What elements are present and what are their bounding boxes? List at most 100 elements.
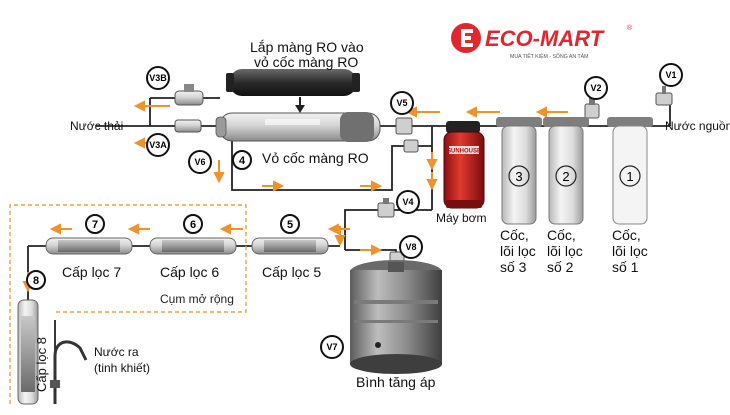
header-note-line1: Lắp màng RO vào bbox=[250, 39, 364, 55]
valve-badge-v1: V1 bbox=[659, 63, 683, 87]
label-pump: Máy bơm bbox=[436, 211, 487, 225]
arrow-stage6-in bbox=[219, 223, 243, 235]
valve-badge-v5: V5 bbox=[390, 91, 414, 115]
svg-text:2: 2 bbox=[562, 169, 569, 184]
stage-filter-6 bbox=[149, 237, 237, 255]
label-cup2-line1: Cốc, bbox=[547, 227, 576, 243]
label-cup2-line2: lõi lọc bbox=[547, 243, 583, 259]
arrow-bottom-right-2 bbox=[360, 180, 383, 192]
svg-text:V3A: V3A bbox=[149, 140, 167, 150]
stage-filter-5 bbox=[251, 237, 329, 255]
arrow-waste-1 bbox=[133, 100, 170, 112]
label-tank: Bình tăng áp bbox=[356, 374, 436, 390]
header-note-line2: vỏ cốc màng RO bbox=[254, 54, 358, 70]
label-outlet-line2: (tinh khiết) bbox=[94, 361, 150, 375]
svg-text:V6: V6 bbox=[194, 157, 205, 167]
arrow-stage5-in bbox=[327, 223, 350, 235]
filter-cup-2 bbox=[543, 117, 589, 225]
label-cup3-line3: số 3 bbox=[500, 259, 527, 275]
svg-text:V2: V2 bbox=[590, 83, 601, 93]
pressure-tank bbox=[350, 260, 442, 374]
label-cup1-line1: Cốc, bbox=[612, 227, 641, 243]
label-cup1-line3: số 1 bbox=[612, 259, 639, 275]
label-cup1-line2: lõi lọc bbox=[612, 243, 648, 259]
valve-v5-body bbox=[395, 117, 413, 135]
svg-text:V5: V5 bbox=[396, 98, 407, 108]
number-badge-1: 1 bbox=[626, 169, 633, 184]
brand-name: ECO-MART bbox=[485, 26, 605, 51]
arrow-pump-left bbox=[465, 106, 500, 118]
valve-badge-v3a: V3A bbox=[146, 133, 170, 157]
number-badge-8: 8 bbox=[26, 270, 46, 290]
label-stage5: Cấp lọc 5 bbox=[262, 264, 321, 280]
svg-text:V7: V7 bbox=[326, 342, 337, 352]
arrow-v5-left bbox=[405, 106, 440, 118]
brand-registered: ® bbox=[627, 24, 633, 32]
ro-membrane bbox=[226, 69, 360, 96]
svg-text:1: 1 bbox=[626, 169, 633, 184]
svg-text:V3B: V3B bbox=[149, 73, 167, 83]
valve-badge-v6: V6 bbox=[188, 150, 212, 174]
svg-text:5: 5 bbox=[287, 219, 293, 231]
svg-text:7: 7 bbox=[92, 219, 98, 231]
svg-text:V8: V8 bbox=[405, 242, 416, 252]
valve-v3b-body bbox=[174, 84, 204, 106]
label-source-water: Nước nguồn bbox=[665, 119, 730, 133]
label-cup2-line3: số 2 bbox=[547, 259, 574, 275]
extension-group-frame bbox=[9, 204, 247, 404]
number-badge-7: 7 bbox=[85, 214, 105, 234]
down-arrow-to-housing bbox=[295, 97, 305, 113]
svg-text:4: 4 bbox=[239, 155, 246, 167]
arrow-tank-feed bbox=[360, 244, 383, 256]
valve-v5-side bbox=[403, 139, 419, 153]
pump-brand-label: SUNHOUSE bbox=[447, 149, 481, 155]
valve-badge-v7: V7 bbox=[320, 335, 344, 359]
stage-filter-7 bbox=[45, 237, 133, 255]
valve-v1-body bbox=[655, 86, 673, 106]
number-badge-6: 6 bbox=[183, 214, 203, 234]
label-stage7: Cấp lọc 7 bbox=[62, 264, 121, 280]
number-badges: 4 5 6 7 8 3 2 1 bbox=[26, 150, 634, 290]
text-labels: Lắp màng RO vào vỏ cốc màng RO Nước thải… bbox=[34, 39, 730, 392]
valve-badge-v3b: V3B bbox=[146, 66, 170, 90]
valve-badge-v4: V4 bbox=[396, 190, 420, 214]
ro-housing bbox=[215, 112, 381, 142]
brand-logo: ECO-MART ® MUA TIẾT KIỆM - SỐNG AN TÂM bbox=[451, 23, 633, 60]
svg-text:6: 6 bbox=[190, 219, 196, 231]
arrow-bottom-right-1 bbox=[262, 180, 285, 192]
arrow-stage7-in bbox=[127, 223, 150, 235]
valve-badge-v2: V2 bbox=[584, 76, 608, 100]
filter-cup-1 bbox=[607, 117, 653, 225]
arrow-tank-branch-down bbox=[334, 226, 346, 247]
pump: SUNHOUSE bbox=[443, 121, 485, 209]
number-badge-5: 5 bbox=[280, 214, 300, 234]
label-cup3-line2: lõi lọc bbox=[500, 243, 536, 259]
arrow-c3-left bbox=[535, 106, 568, 118]
svg-text:3: 3 bbox=[515, 169, 522, 184]
label-ro-housing: Vỏ cốc màng RO bbox=[262, 150, 369, 166]
svg-text:V1: V1 bbox=[665, 70, 676, 80]
label-cup3-line1: Cốc, bbox=[500, 227, 529, 243]
arrow-pump-down-1 bbox=[426, 152, 438, 171]
extension-group-label: Cụm mở rộng bbox=[160, 292, 234, 306]
brand-tagline: MUA TIẾT KIỆM - SỐNG AN TÂM bbox=[510, 52, 588, 60]
valve-v3a-body bbox=[174, 119, 202, 133]
stage-filter-8 bbox=[17, 299, 39, 405]
valve-v2-body bbox=[584, 98, 600, 119]
filter-cup-3 bbox=[496, 117, 542, 225]
label-outlet-line1: Nước ra bbox=[94, 345, 139, 359]
arrow-pump-down-2 bbox=[426, 172, 438, 191]
label-stage8: Cấp lọc 8 bbox=[34, 337, 49, 392]
arrow-ext-left bbox=[49, 223, 72, 235]
faucet bbox=[50, 340, 88, 404]
valve-badge-v8: V8 bbox=[399, 235, 423, 259]
arrow-v6-down bbox=[213, 160, 225, 184]
svg-text:V4: V4 bbox=[402, 197, 413, 207]
label-waste-water: Nước thải bbox=[70, 119, 123, 133]
number-badge-4: 4 bbox=[232, 150, 252, 170]
valve-v4-body bbox=[377, 198, 395, 218]
svg-text:8: 8 bbox=[33, 275, 39, 287]
number-badge-3: 3 bbox=[515, 169, 522, 184]
